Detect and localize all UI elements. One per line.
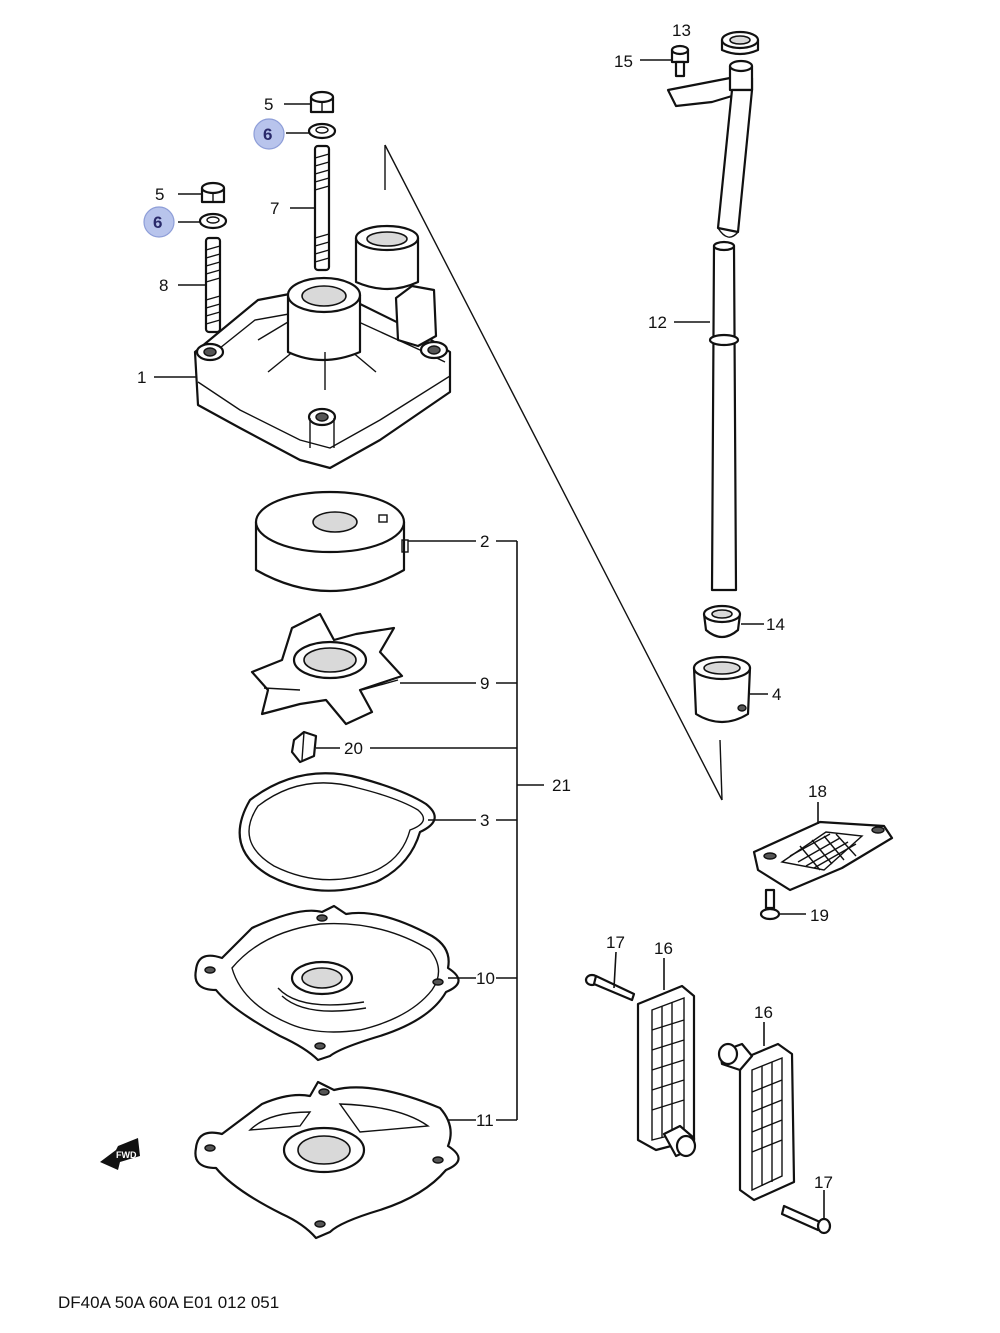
callout-12[interactable]: 12 <box>648 313 667 332</box>
part-3-gasket <box>238 772 436 892</box>
callout-13[interactable]: 13 <box>672 21 691 40</box>
callout-3[interactable]: 3 <box>480 811 489 830</box>
part-17-screw-right <box>780 1204 832 1235</box>
part-7-stud <box>313 144 331 272</box>
callout-5-top[interactable]: 5 <box>264 95 273 114</box>
part-9-impeller <box>250 612 404 726</box>
part-11-gasket <box>194 1080 460 1240</box>
callout-16-right[interactable]: 16 <box>754 1003 773 1022</box>
callout-10[interactable]: 10 <box>476 969 495 988</box>
callout-18[interactable]: 18 <box>808 782 827 801</box>
highlight-marker-6-left[interactable] <box>143 206 175 238</box>
callout-8[interactable]: 8 <box>159 276 168 295</box>
part-13-tube-grommet <box>720 30 760 56</box>
part-6-washer-top <box>307 122 337 140</box>
tube-guide-line <box>719 739 723 801</box>
callout-16-left[interactable]: 16 <box>654 939 673 958</box>
callout-9[interactable]: 9 <box>480 674 489 693</box>
part-12-water-tube <box>708 88 754 592</box>
part-6-washer-left <box>198 212 228 230</box>
callout-2[interactable]: 2 <box>480 532 489 551</box>
part-10-plate <box>194 904 460 1062</box>
callout-1[interactable]: 1 <box>137 368 146 387</box>
callout-17-left[interactable]: 17 <box>606 933 625 952</box>
callout-19[interactable]: 19 <box>810 906 829 925</box>
diagram-code: DF40A 50A 60A E01 012 051 <box>58 1293 279 1312</box>
callout-11[interactable]: 11 <box>476 1111 494 1130</box>
callout-4[interactable]: 4 <box>772 685 781 704</box>
part-19-bolt <box>759 888 781 921</box>
part-14-grommet <box>702 604 742 639</box>
part-5-nut-top <box>309 90 335 114</box>
callout-17-right[interactable]: 17 <box>814 1173 833 1192</box>
part-16-screen-right <box>717 1042 796 1202</box>
part-16-screen-left <box>636 984 697 1158</box>
assembly-guide-line <box>384 144 723 801</box>
part-20-key <box>290 730 318 764</box>
part-2-impeller-housing <box>254 490 409 592</box>
forward-arrow-icon: FWD <box>100 1138 140 1170</box>
part-5-nut-left <box>200 181 226 204</box>
callout-20[interactable]: 20 <box>344 739 363 758</box>
callout-7[interactable]: 7 <box>270 199 279 218</box>
part-15-bolt <box>670 44 690 78</box>
callout-6-top[interactable]: 6 <box>263 125 272 144</box>
part-17-screw-left <box>584 973 636 1002</box>
part-18-strainer <box>752 820 894 892</box>
leader-lines <box>154 59 825 1218</box>
callout-5-left[interactable]: 5 <box>155 185 164 204</box>
callout-6-left[interactable]: 6 <box>153 213 162 232</box>
forward-label: FWD <box>116 1150 137 1160</box>
part-4-seal <box>692 655 752 724</box>
callout-14[interactable]: 14 <box>766 615 785 634</box>
highlight-marker-6-top[interactable] <box>253 118 285 150</box>
part-8-stud <box>204 236 222 334</box>
callout-21[interactable]: 21 <box>552 776 571 795</box>
callout-15[interactable]: 15 <box>614 52 633 71</box>
part-1-pump-case <box>193 224 452 470</box>
